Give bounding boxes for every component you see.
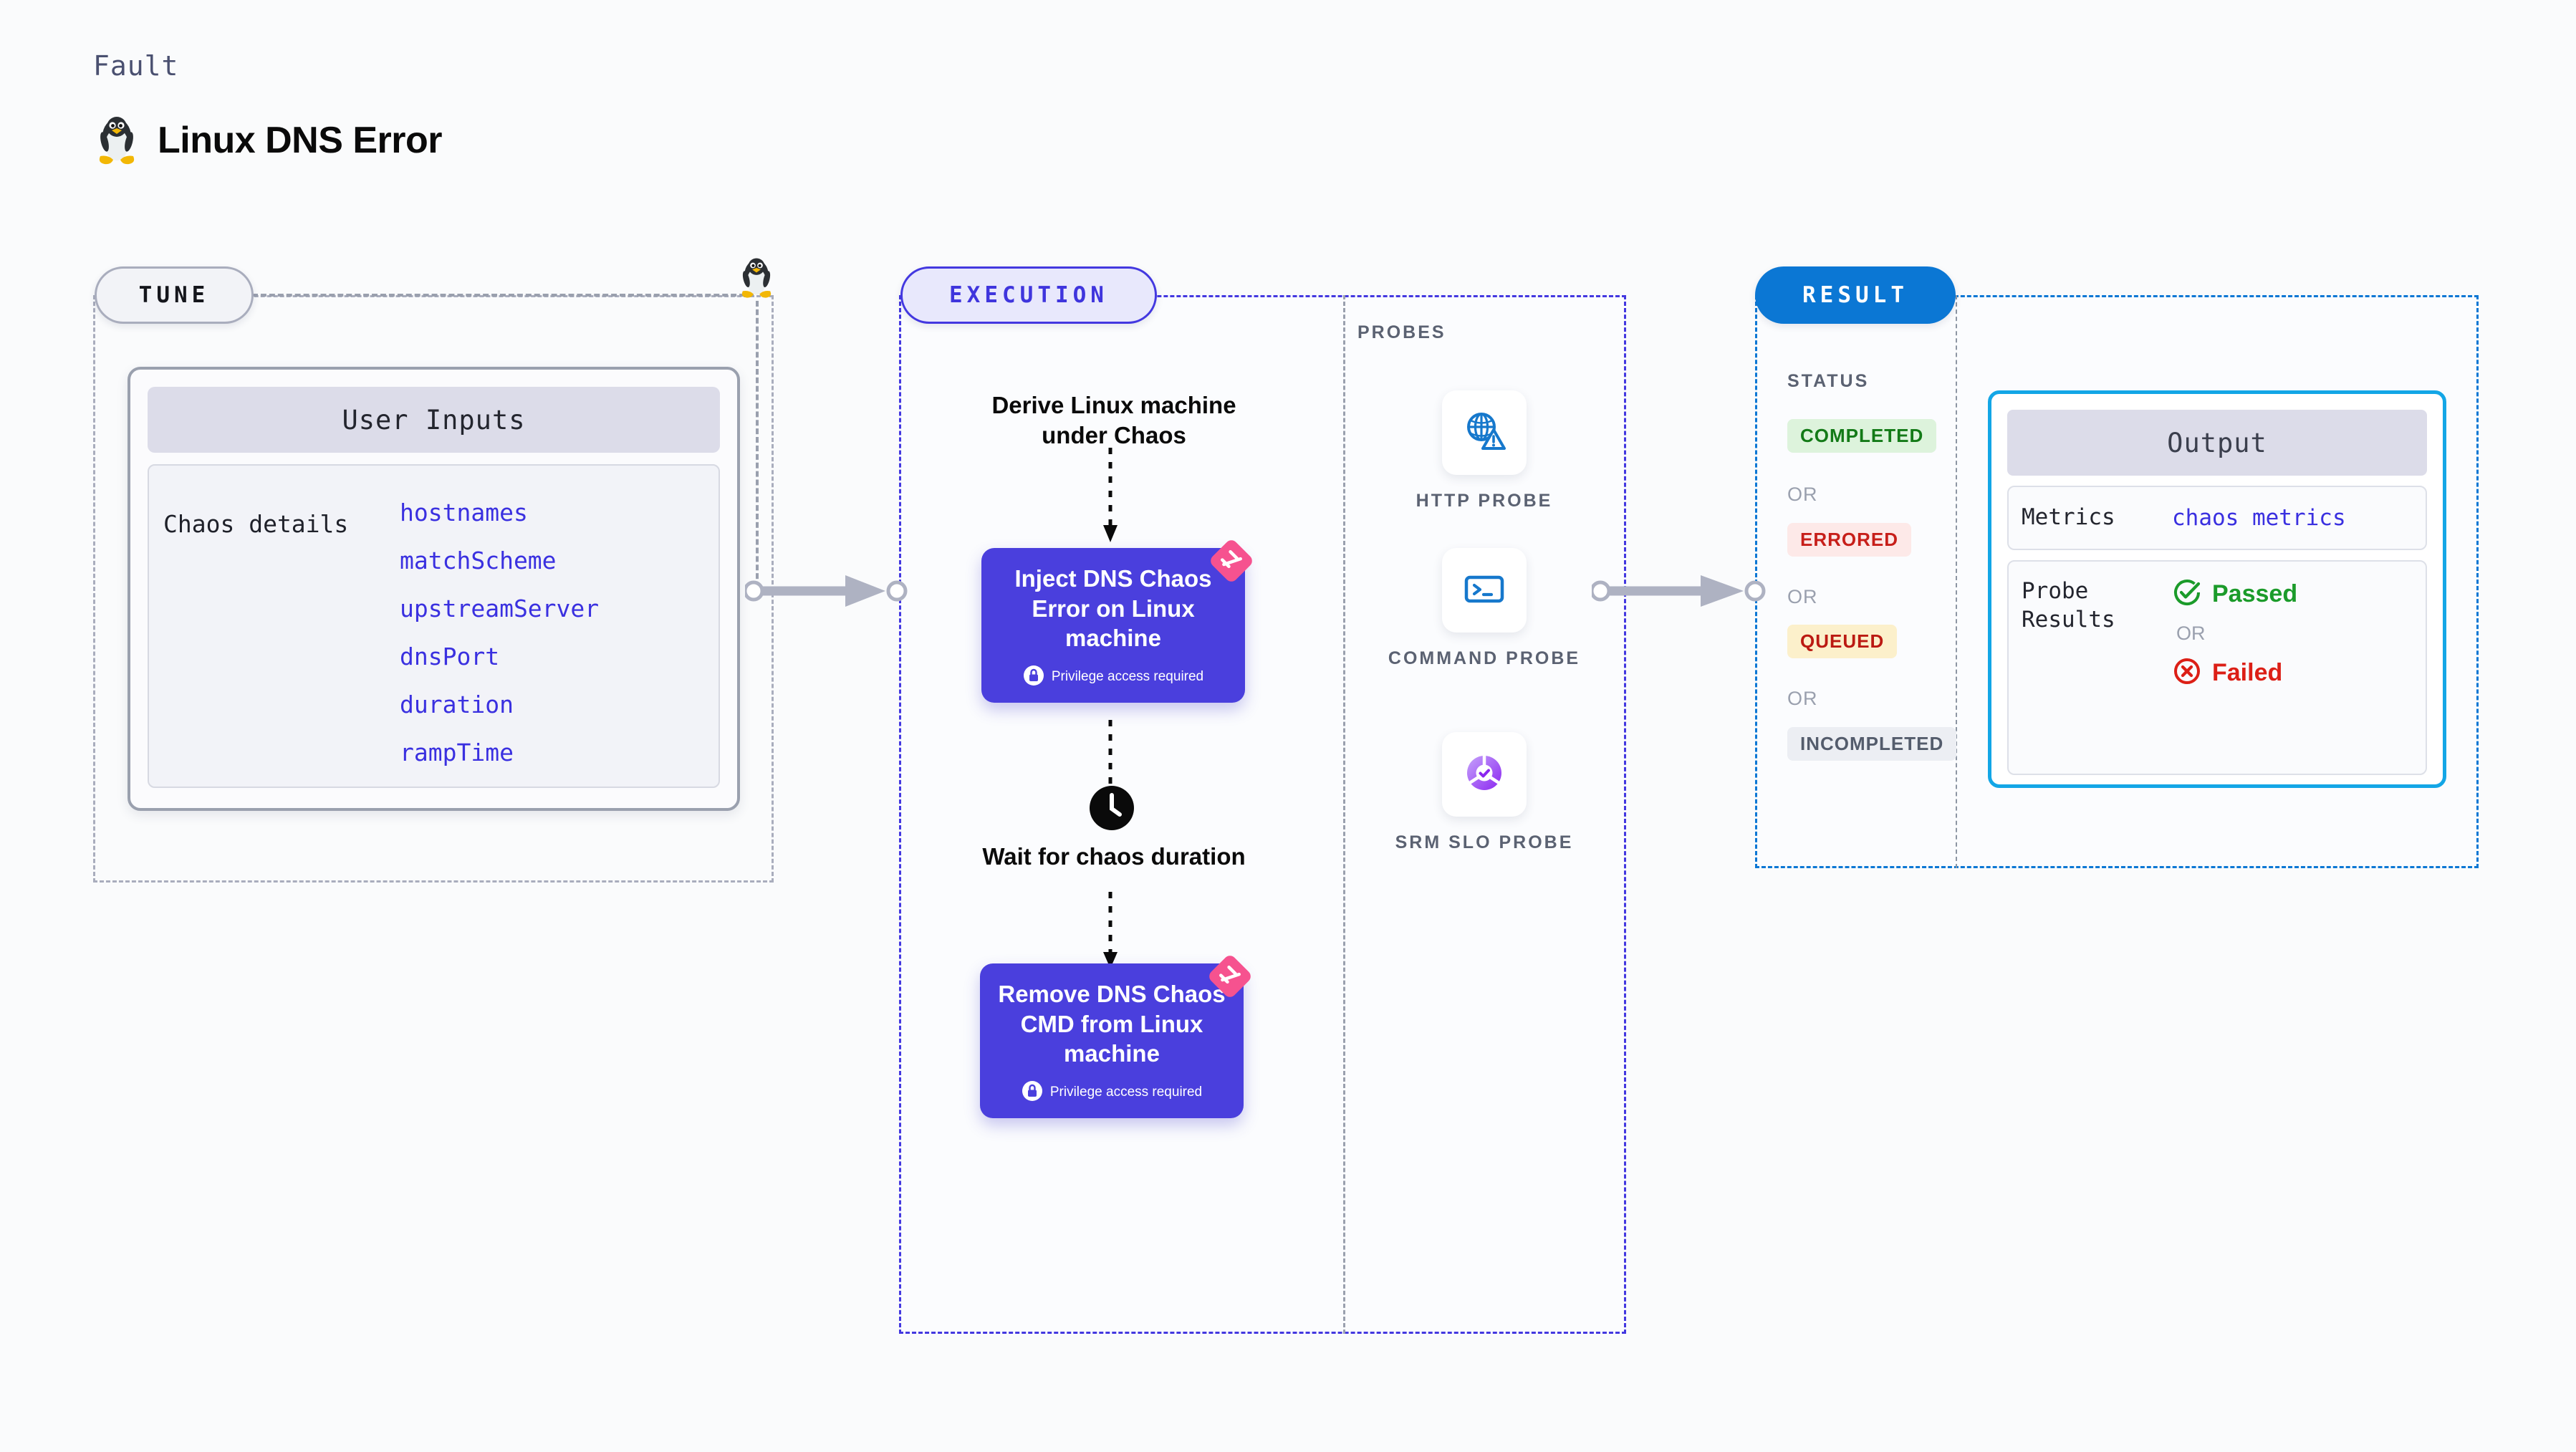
- param-duration[interactable]: duration: [400, 691, 514, 718]
- remove-node-title: Remove DNS Chaos CMD from Linux machine: [998, 981, 1226, 1067]
- arrow-wait-to-remove: [1100, 892, 1121, 974]
- tune-penguin-dashed-line: [756, 301, 759, 587]
- check-circle-icon: [2172, 577, 2202, 611]
- probe-result-passed-label: Passed: [2212, 580, 2298, 607]
- linux-penguin-marker-icon: [738, 256, 775, 303]
- remove-chaos-node[interactable]: Remove DNS Chaos CMD from Linux machine …: [980, 963, 1244, 1118]
- probe-srm-slo[interactable]: SRM SLO PROBE: [1380, 732, 1588, 855]
- probe-result-failed-label: Failed: [2212, 659, 2283, 686]
- fault-title-row: Linux DNS Error: [95, 115, 443, 166]
- status-or-2: OR: [1787, 586, 1818, 607]
- arrow-inject-to-wait: [1100, 720, 1121, 792]
- fault-kicker-label: Fault: [93, 50, 179, 82]
- inject-chaos-node[interactable]: Inject DNS Chaos Error on Linux machine …: [981, 548, 1245, 703]
- status-or-3: OR: [1787, 688, 1818, 709]
- output-probe-results-values: Passed OR Failed: [2172, 577, 2297, 758]
- probes-divider: [1343, 295, 1345, 1334]
- terminal-icon: [1461, 566, 1507, 615]
- param-matchscheme[interactable]: matchScheme: [400, 547, 557, 574]
- arrow-derive-to-inject: [1100, 448, 1121, 548]
- harness-chaos-badge-icon: [1206, 953, 1254, 1000]
- output-metrics-row: Metrics chaos metrics: [2007, 486, 2427, 550]
- result-stage-badge[interactable]: RESULT: [1755, 266, 1956, 324]
- status-badge-errored: ERRORED: [1787, 523, 1912, 557]
- derive-step-label: Derive Linux machine under Chaos: [991, 392, 1236, 449]
- status-section-label: STATUS: [1787, 371, 1870, 391]
- inject-node-title: Inject DNS Chaos Error on Linux machine: [1014, 565, 1212, 652]
- user-inputs-body: Chaos details hostnames matchScheme upst…: [148, 464, 720, 788]
- globe-warning-icon: [1461, 408, 1507, 458]
- probe-http-tile[interactable]: [1442, 390, 1527, 475]
- output-card-title: Output: [2007, 410, 2427, 476]
- probe-command-tile[interactable]: [1442, 548, 1527, 633]
- execution-stage-badge[interactable]: EXECUTION: [900, 266, 1157, 324]
- slo-donut-check-icon: [1461, 750, 1507, 799]
- output-card: Output Metrics chaos metrics Probe Resul…: [1988, 390, 2446, 788]
- param-ramptime[interactable]: rampTime: [400, 739, 514, 766]
- status-badge-incompleted: INCOMPLETED: [1787, 727, 1957, 761]
- output-probe-results-row: Probe Results Passed OR: [2007, 560, 2427, 775]
- param-upstreamserver[interactable]: upstreamServer: [400, 595, 600, 622]
- user-inputs-title: User Inputs: [148, 387, 720, 453]
- inject-privilege-label: Privilege access required: [1051, 669, 1204, 685]
- probe-result-passed: Passed: [2172, 577, 2297, 611]
- result-divider: [1956, 295, 1957, 868]
- probe-result-failed: Failed: [2172, 656, 2297, 690]
- inject-privilege-row: Privilege access required: [994, 665, 1232, 690]
- connector-execution-to-result: [1590, 569, 1771, 616]
- status-or-1: OR: [1787, 484, 1818, 505]
- output-metrics-key: Metrics: [2022, 504, 2115, 531]
- lock-icon: [1023, 665, 1044, 690]
- harness-chaos-badge-icon: [1208, 537, 1255, 585]
- tune-stage-badge[interactable]: TUNE: [95, 266, 254, 324]
- wait-step-label: Wait for chaos duration: [982, 843, 1246, 870]
- remove-privilege-row: Privilege access required: [993, 1080, 1231, 1105]
- probe-result-or: OR: [2176, 622, 2206, 644]
- remove-privilege-label: Privilege access required: [1049, 1085, 1203, 1100]
- clock-icon: [1088, 784, 1135, 832]
- chaos-param-list: hostnames matchScheme upstreamServer dns…: [400, 486, 599, 779]
- param-dnsport[interactable]: dnsPort: [400, 643, 500, 670]
- tune-top-dashed-line: [252, 294, 754, 297]
- lock-icon: [1022, 1080, 1043, 1105]
- linux-penguin-icon: [95, 115, 139, 166]
- probes-section-label: PROBES: [1357, 322, 1446, 342]
- chaos-details-label: Chaos details: [163, 510, 349, 538]
- probe-command[interactable]: COMMAND PROBE: [1380, 548, 1588, 671]
- probe-http-label: HTTP PROBE: [1416, 491, 1553, 511]
- status-badge-completed: COMPLETED: [1787, 419, 1937, 453]
- x-circle-icon: [2172, 656, 2202, 690]
- probe-srm-slo-label: SRM SLO PROBE: [1395, 832, 1574, 852]
- probe-command-label: COMMAND PROBE: [1388, 648, 1581, 668]
- connector-tune-to-execution: [743, 569, 910, 616]
- user-inputs-card: User Inputs Chaos details hostnames matc…: [128, 367, 740, 811]
- probe-http[interactable]: HTTP PROBE: [1380, 390, 1588, 514]
- param-hostnames[interactable]: hostnames: [400, 499, 528, 527]
- status-badge-queued: QUEUED: [1787, 625, 1898, 658]
- output-metrics-value[interactable]: chaos metrics: [2172, 505, 2346, 531]
- probe-srm-slo-tile[interactable]: [1442, 732, 1527, 817]
- output-probe-results-key: Probe Results: [2022, 578, 2115, 633]
- page-title: Linux DNS Error: [158, 120, 443, 161]
